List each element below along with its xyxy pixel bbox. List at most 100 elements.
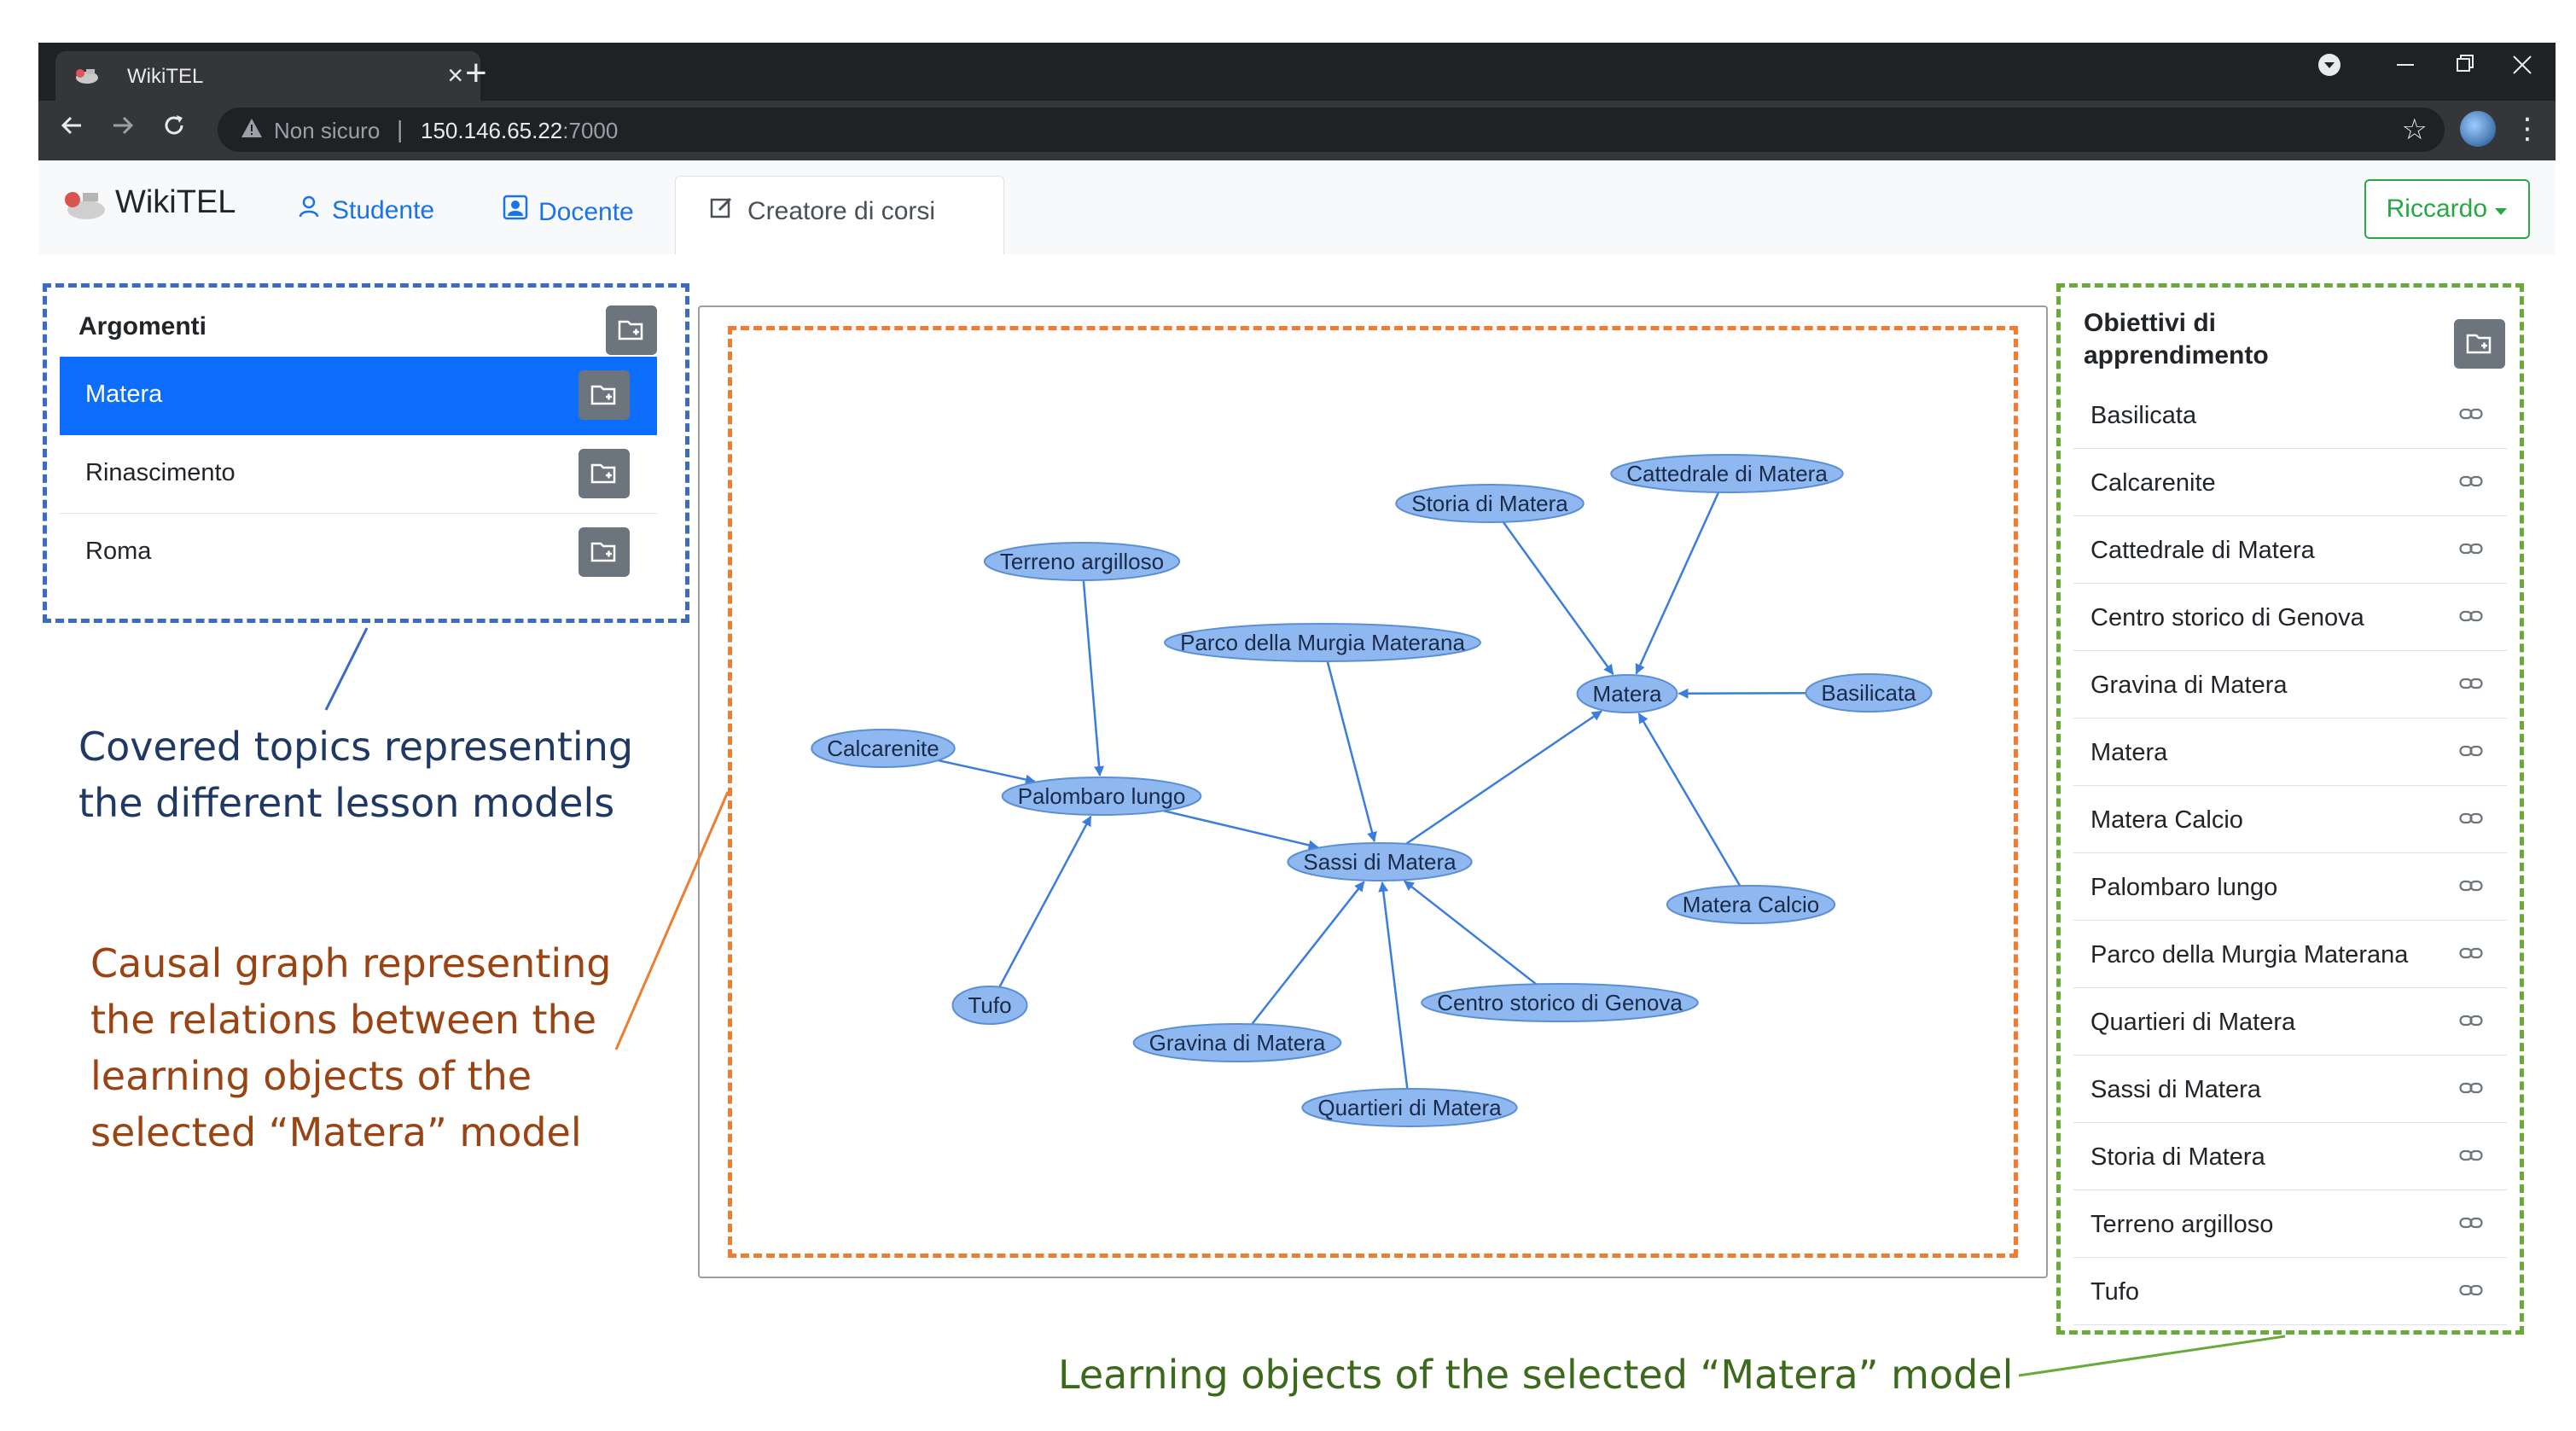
link-icon[interactable] xyxy=(2459,542,2483,556)
link-icon[interactable] xyxy=(2459,677,2483,690)
graph-node-parco-della-murgia-materana[interactable]: Parco della Murgia Materana xyxy=(1164,623,1481,662)
learning-object-item[interactable]: Storia di Matera xyxy=(2073,1123,2507,1190)
graph-node-matera-calcio[interactable]: Matera Calcio xyxy=(1666,885,1836,924)
link-icon[interactable] xyxy=(2459,1014,2483,1027)
url-port: :7000 xyxy=(562,118,619,143)
more-menu-icon[interactable]: ⋮ xyxy=(2513,113,2542,145)
graph-edge-cattedrale-di-matera-to-matera xyxy=(1635,492,1720,675)
topics-title: Argomenti xyxy=(79,312,206,340)
topic-folder-button[interactable] xyxy=(579,449,630,498)
learning-object-item[interactable]: Palombaro lungo xyxy=(2073,853,2507,921)
link-icon[interactable] xyxy=(2459,946,2483,960)
tab-search-icon[interactable] xyxy=(2317,49,2342,90)
topic-label: Rinascimento xyxy=(85,459,236,486)
graph-node-label: Calcarenite xyxy=(827,736,939,761)
minimize-icon[interactable] xyxy=(2395,49,2416,90)
graph-node-label: Quartieri di Matera xyxy=(1317,1095,1502,1120)
new-tab-button[interactable]: + xyxy=(465,52,487,94)
topics-caption: Covered topics representing the differen… xyxy=(79,718,633,831)
nav-creatore-di-corsi[interactable]: Creatore di corsi xyxy=(675,176,1004,254)
topic-folder-button[interactable] xyxy=(579,527,630,577)
graph-node-cattedrale-di-matera[interactable]: Cattedrale di Matera xyxy=(1610,454,1844,493)
learning-objects-title-line2: apprendimento xyxy=(2084,341,2269,369)
back-arrow-icon[interactable] xyxy=(59,109,84,148)
graph-node-shape xyxy=(1576,674,1678,713)
link-icon[interactable] xyxy=(2459,811,2483,825)
learning-object-item[interactable]: Sassi di Matera xyxy=(2073,1056,2507,1123)
learning-object-item[interactable]: Basilicata xyxy=(2073,381,2507,449)
graph-node-shape xyxy=(811,729,956,768)
graph-edge-parco-della-murgia-materana-to-sassi-di-matera xyxy=(1326,660,1377,843)
link-icon[interactable] xyxy=(2459,1216,2483,1230)
graph-node-terreno-argilloso[interactable]: Terreno argilloso xyxy=(983,542,1181,581)
graph-node-label: Terreno argilloso xyxy=(1000,549,1164,574)
topics-annotation-box xyxy=(43,283,689,623)
topic-item-matera[interactable]: Matera xyxy=(60,357,657,435)
link-icon[interactable] xyxy=(2459,1283,2483,1297)
learning-object-item[interactable]: Parco della Murgia Materana xyxy=(2073,921,2507,988)
link-icon[interactable] xyxy=(2459,609,2483,623)
add-topic-button[interactable] xyxy=(606,305,657,355)
graph-edge-palombaro-lungo-to-sassi-di-matera xyxy=(1163,809,1319,851)
graph-node-sassi-di-matera[interactable]: Sassi di Matera xyxy=(1287,842,1473,881)
graph-node-shape xyxy=(1421,983,1699,1022)
graph-node-gravina-di-matera[interactable]: Gravina di Matera xyxy=(1132,1023,1342,1062)
tab-close-icon[interactable]: × xyxy=(447,60,463,90)
link-icon[interactable] xyxy=(2459,879,2483,893)
folder-add-icon xyxy=(618,320,643,340)
edit-icon xyxy=(710,195,739,226)
id-badge-icon xyxy=(501,195,530,227)
link-icon[interactable] xyxy=(2459,1149,2483,1162)
learning-object-label: Tufo xyxy=(2090,1278,2139,1306)
profile-avatar[interactable] xyxy=(2460,111,2496,147)
graph-node-matera[interactable]: Matera xyxy=(1576,674,1678,713)
restore-icon[interactable] xyxy=(2455,49,2475,90)
learning-object-item[interactable]: Terreno argilloso xyxy=(2073,1190,2507,1258)
graph-leader-line xyxy=(614,791,730,1050)
learning-object-item[interactable]: Matera Calcio xyxy=(2073,786,2507,853)
graph-node-basilicata[interactable]: Basilicata xyxy=(1805,673,1933,713)
add-learning-object-button[interactable] xyxy=(2454,319,2505,369)
link-icon[interactable] xyxy=(2459,407,2483,421)
graph-node-tufo[interactable]: Tufo xyxy=(951,986,1028,1025)
learning-object-item[interactable]: Calcarenite xyxy=(2073,449,2507,516)
link-icon[interactable] xyxy=(2459,1081,2483,1095)
learning-object-item[interactable]: Matera xyxy=(2073,718,2507,786)
reload-icon[interactable] xyxy=(161,109,187,148)
learning-object-label: Matera xyxy=(2090,739,2168,766)
graph-edge-terreno-argilloso-to-palombaro-lungo xyxy=(1082,579,1105,777)
nav-docente[interactable]: Docente xyxy=(501,195,634,227)
learning-object-item[interactable]: Quartieri di Matera xyxy=(2073,988,2507,1056)
graph-edge-quartieri-di-matera-to-sassi-di-matera xyxy=(1378,881,1409,1090)
browser-tab[interactable]: WikiTEL × xyxy=(55,51,480,101)
topic-folder-button[interactable] xyxy=(579,370,630,420)
close-window-icon[interactable] xyxy=(2511,49,2533,90)
address-bar[interactable]: Non sicuro | 150.146.65.22:7000 ☆ xyxy=(218,108,2445,152)
graph-node-shape xyxy=(1287,842,1473,881)
graph-node-storia-di-matera[interactable]: Storia di Matera xyxy=(1395,484,1585,523)
learning-object-item[interactable]: Gravina di Matera xyxy=(2073,651,2507,718)
link-icon[interactable] xyxy=(2459,744,2483,758)
graph-node-centro-storico-di-genova[interactable]: Centro storico di Genova xyxy=(1421,983,1699,1022)
nav-studente[interactable]: Studente xyxy=(294,195,434,225)
security-label: Non sicuro xyxy=(274,118,381,143)
graph-node-label: Tufo xyxy=(968,992,1011,1018)
tab-title: WikiTEL xyxy=(127,65,204,88)
topic-item-roma[interactable]: Roma xyxy=(60,514,657,592)
graph-node-palombaro-lungo[interactable]: Palombaro lungo xyxy=(1001,777,1202,816)
graph-caption-line2: the relations between the xyxy=(90,997,597,1043)
topic-item-rinascimento[interactable]: Rinascimento xyxy=(60,435,657,514)
user-menu-button[interactable]: Riccardo xyxy=(2364,179,2530,239)
learning-object-item[interactable]: Centro storico di Genova xyxy=(2073,584,2507,651)
folder-add-icon xyxy=(590,385,616,405)
link-icon[interactable] xyxy=(2459,474,2483,488)
learning-object-item[interactable]: Tufo xyxy=(2073,1258,2507,1325)
forward-arrow-icon[interactable] xyxy=(110,109,136,148)
learning-object-item[interactable]: Cattedrale di Matera xyxy=(2073,516,2507,584)
learning-object-label: Centro storico di Genova xyxy=(2090,604,2364,631)
graph-node-label: Matera xyxy=(1593,681,1662,707)
graph-node-calcarenite[interactable]: Calcarenite xyxy=(811,729,956,768)
topics-leader-line xyxy=(324,627,369,711)
bookmark-star-icon[interactable]: ☆ xyxy=(2401,113,2428,146)
graph-node-quartieri-di-matera[interactable]: Quartieri di Matera xyxy=(1301,1088,1518,1127)
